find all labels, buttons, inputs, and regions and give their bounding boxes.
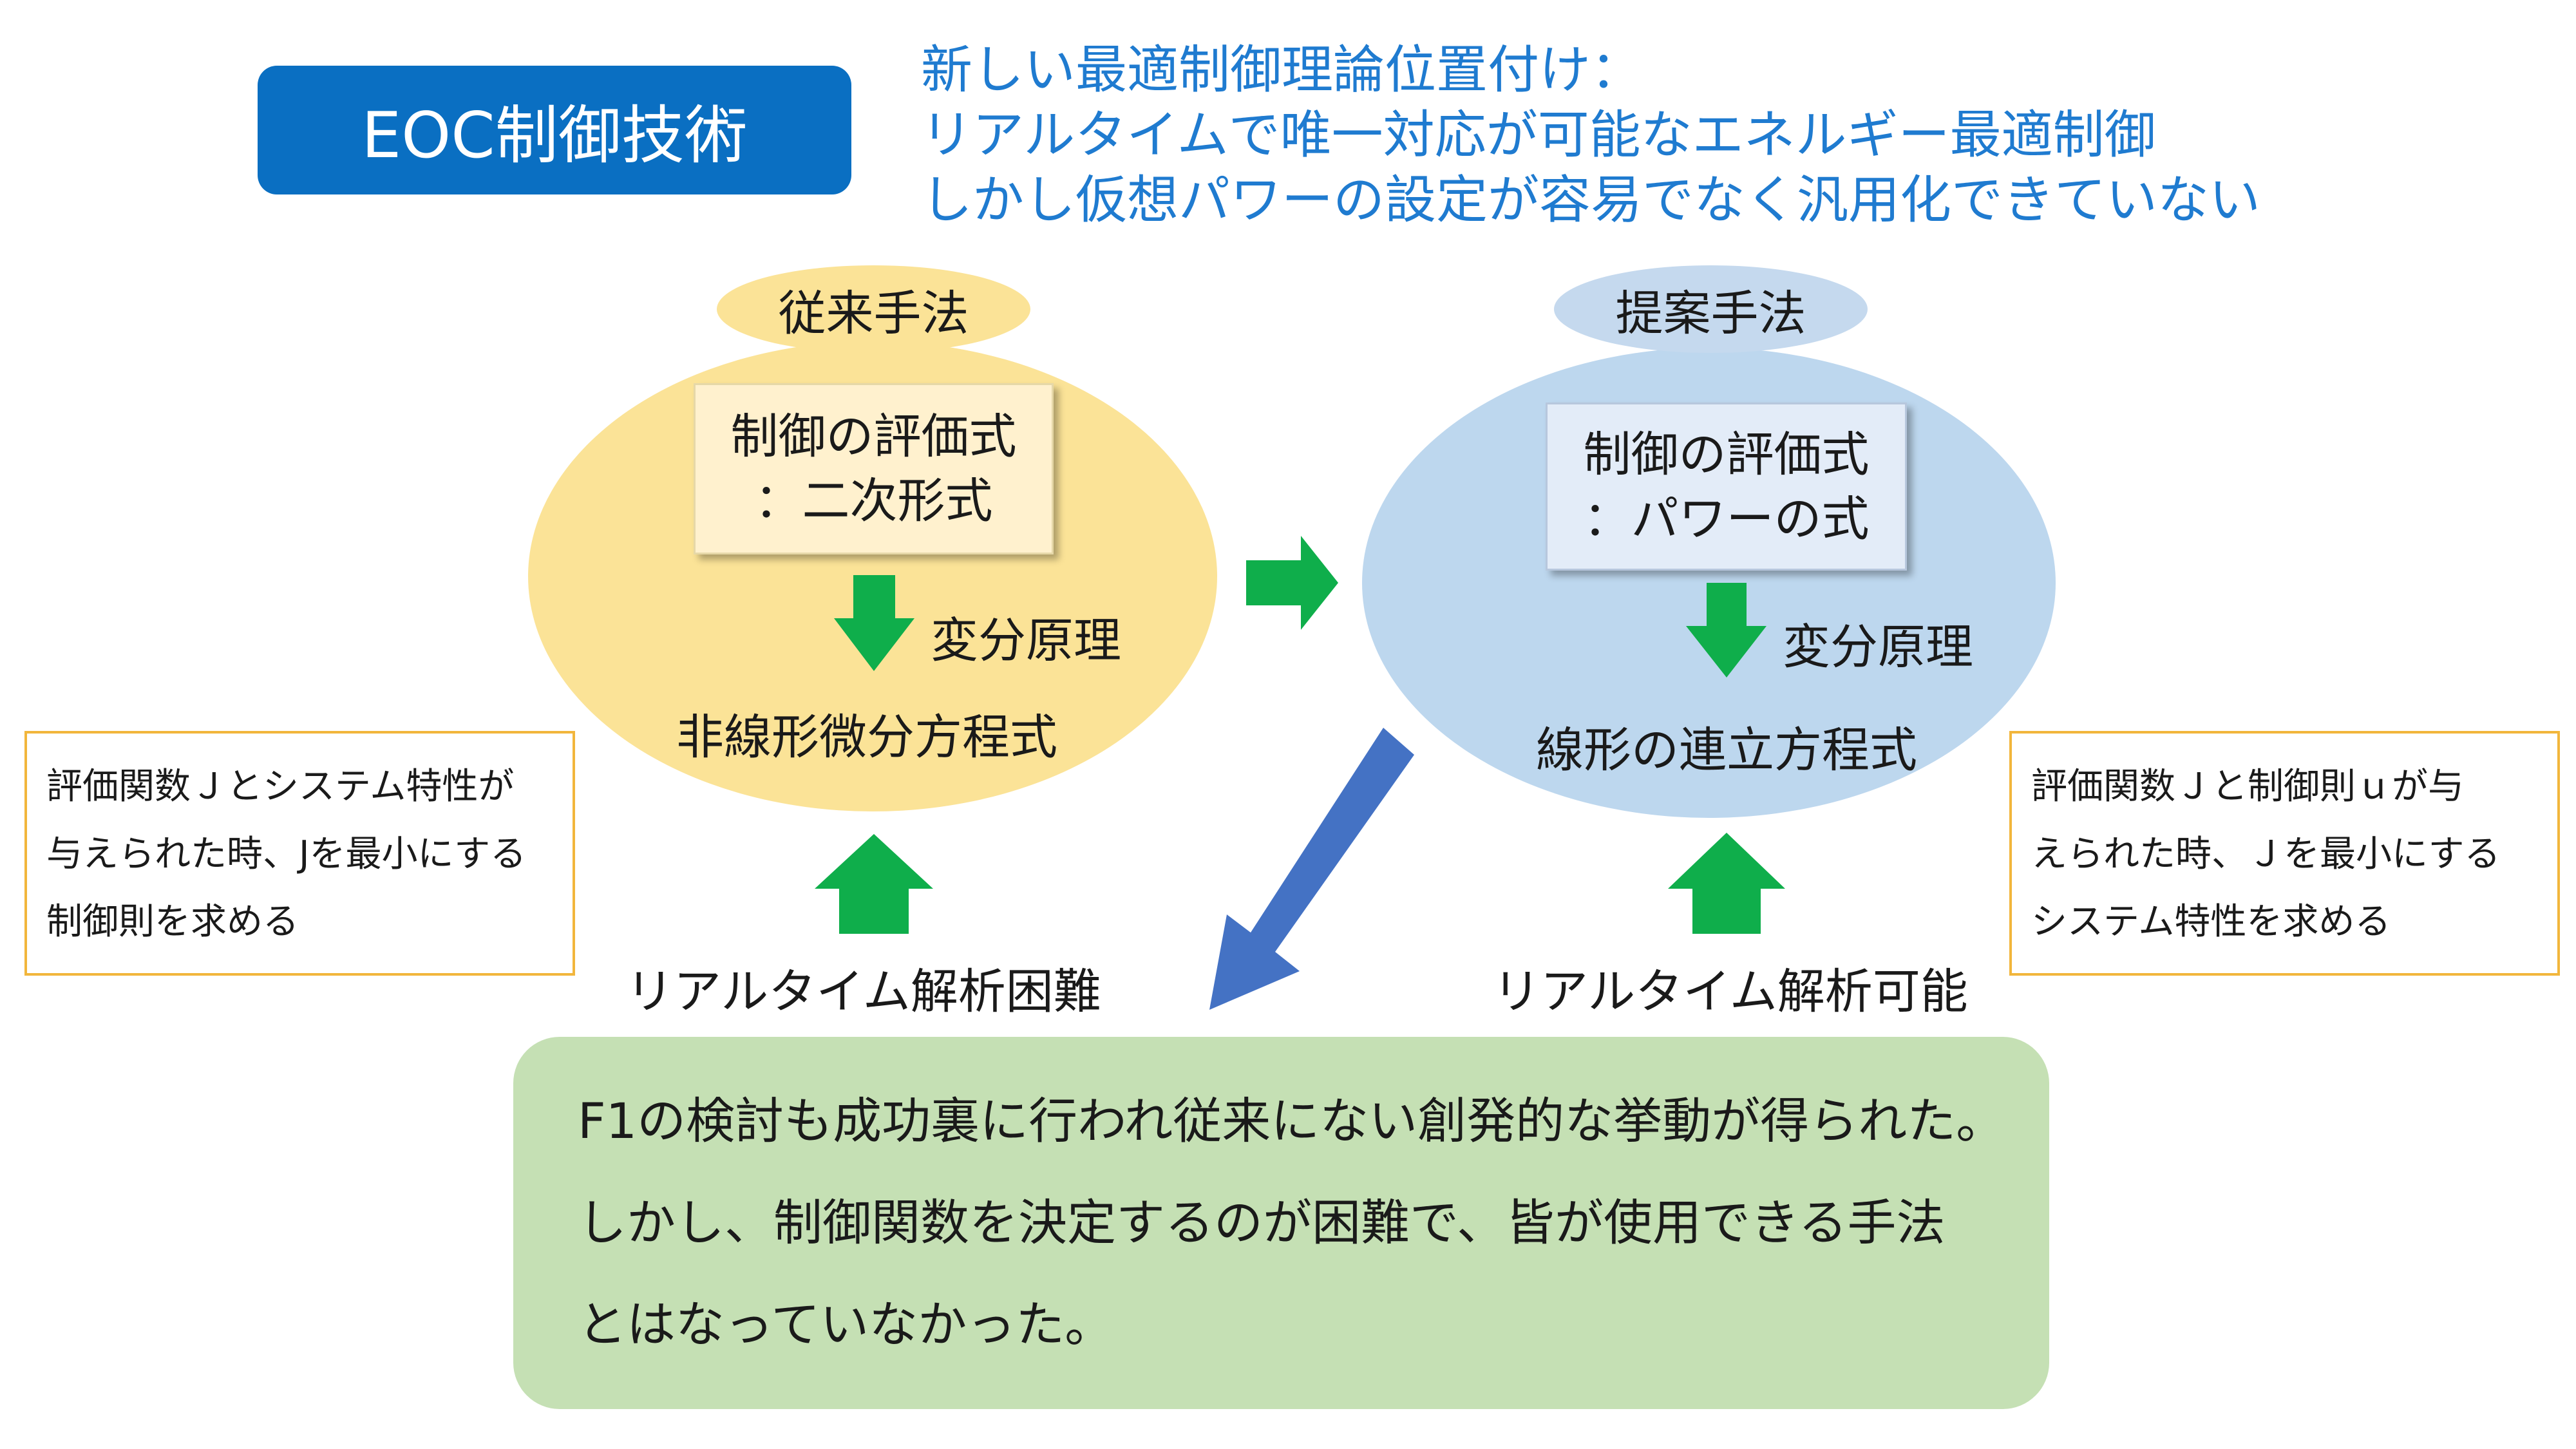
formula-title: 制御の評価式 [730, 409, 1017, 464]
formula-title: 制御の評価式 [1583, 426, 1870, 482]
note-line: 制御則を求める [46, 901, 299, 943]
up-arrow-conventional [815, 834, 933, 934]
note-line: 評価関数Ｊと制御則ｕが与 [2031, 766, 2464, 808]
subtitle: 新しい最適制御理論位置付け： リアルタイムで唯一対応が可能なエネルギー最適制御 … [921, 37, 2531, 232]
summary-line: F1の検討も成功裏に行われ従来にない創発的な挙動が得られた。 [578, 1092, 2005, 1150]
formula-type: ：パワーの式 [1583, 491, 1870, 547]
page-title: EOC制御技術 [361, 99, 748, 173]
proposed-label: 提案手法 [1615, 285, 1806, 341]
conventional-label: 従来手法 [778, 285, 969, 341]
proposed-principle: 変分原理 [1783, 620, 1973, 675]
conventional-result: 非線形微分方程式 [676, 710, 1057, 765]
conventional-formula-box: 制御の評価式 ：二次形式 [694, 383, 1054, 554]
subtitle-line: リアルタイムで唯一対応が可能なエネルギー最適制御 [921, 105, 2156, 165]
summary-line: しかし、制御関数を決定するのが困難で、皆が使用できる手法 [578, 1194, 1946, 1251]
conventional-principle: 変分原理 [931, 613, 1121, 668]
note-line: えられた時、Ｊを最小にする [2031, 833, 2501, 875]
down-arrow-conventional [834, 575, 914, 671]
proposed-formula-box: 制御の評価式 ：パワーの式 [1546, 402, 1907, 571]
note-line: システム特性を求める [2031, 901, 2391, 943]
right-arrow-transition [1246, 536, 1338, 630]
up-arrow-proposed [1668, 833, 1785, 934]
note-line: 評価関数Ｊとシステム特性が [46, 766, 515, 808]
formula-type: ：二次形式 [754, 473, 993, 529]
conventional-label-pill: 従来手法 [717, 265, 1030, 353]
conventional-note-box: 評価関数Ｊとシステム特性が 与えられた時、Jを最小にする 制御則を求める [24, 731, 575, 976]
note-line: 与えられた時、Jを最小にする [46, 833, 527, 875]
down-arrow-proposed [1686, 583, 1766, 677]
conventional-realtime: リアルタイム解析困難 [626, 964, 1101, 1019]
title-box: EOC制御技術 [258, 66, 851, 194]
subtitle-line: しかし仮想パワーの設定が容易でなく汎用化できていない [921, 170, 2260, 230]
proposed-note-box: 評価関数Ｊと制御則ｕが与 えられた時、Ｊを最小にする システム特性を求める [2009, 731, 2560, 976]
subtitle-line: 新しい最適制御理論位置付け： [921, 40, 1642, 100]
proposed-realtime: リアルタイム解析可能 [1493, 964, 1968, 1019]
proposed-result: 線形の連立方程式 [1536, 723, 1917, 778]
proposed-label-pill: 提案手法 [1554, 265, 1868, 353]
summary-box: F1の検討も成功裏に行われ従来にない創発的な挙動が得られた。 しかし、制御関数を… [513, 1037, 2049, 1409]
summary-line: とはなっていなかった。 [578, 1296, 1114, 1353]
diagonal-arrow-to-summary [1209, 728, 1414, 1010]
